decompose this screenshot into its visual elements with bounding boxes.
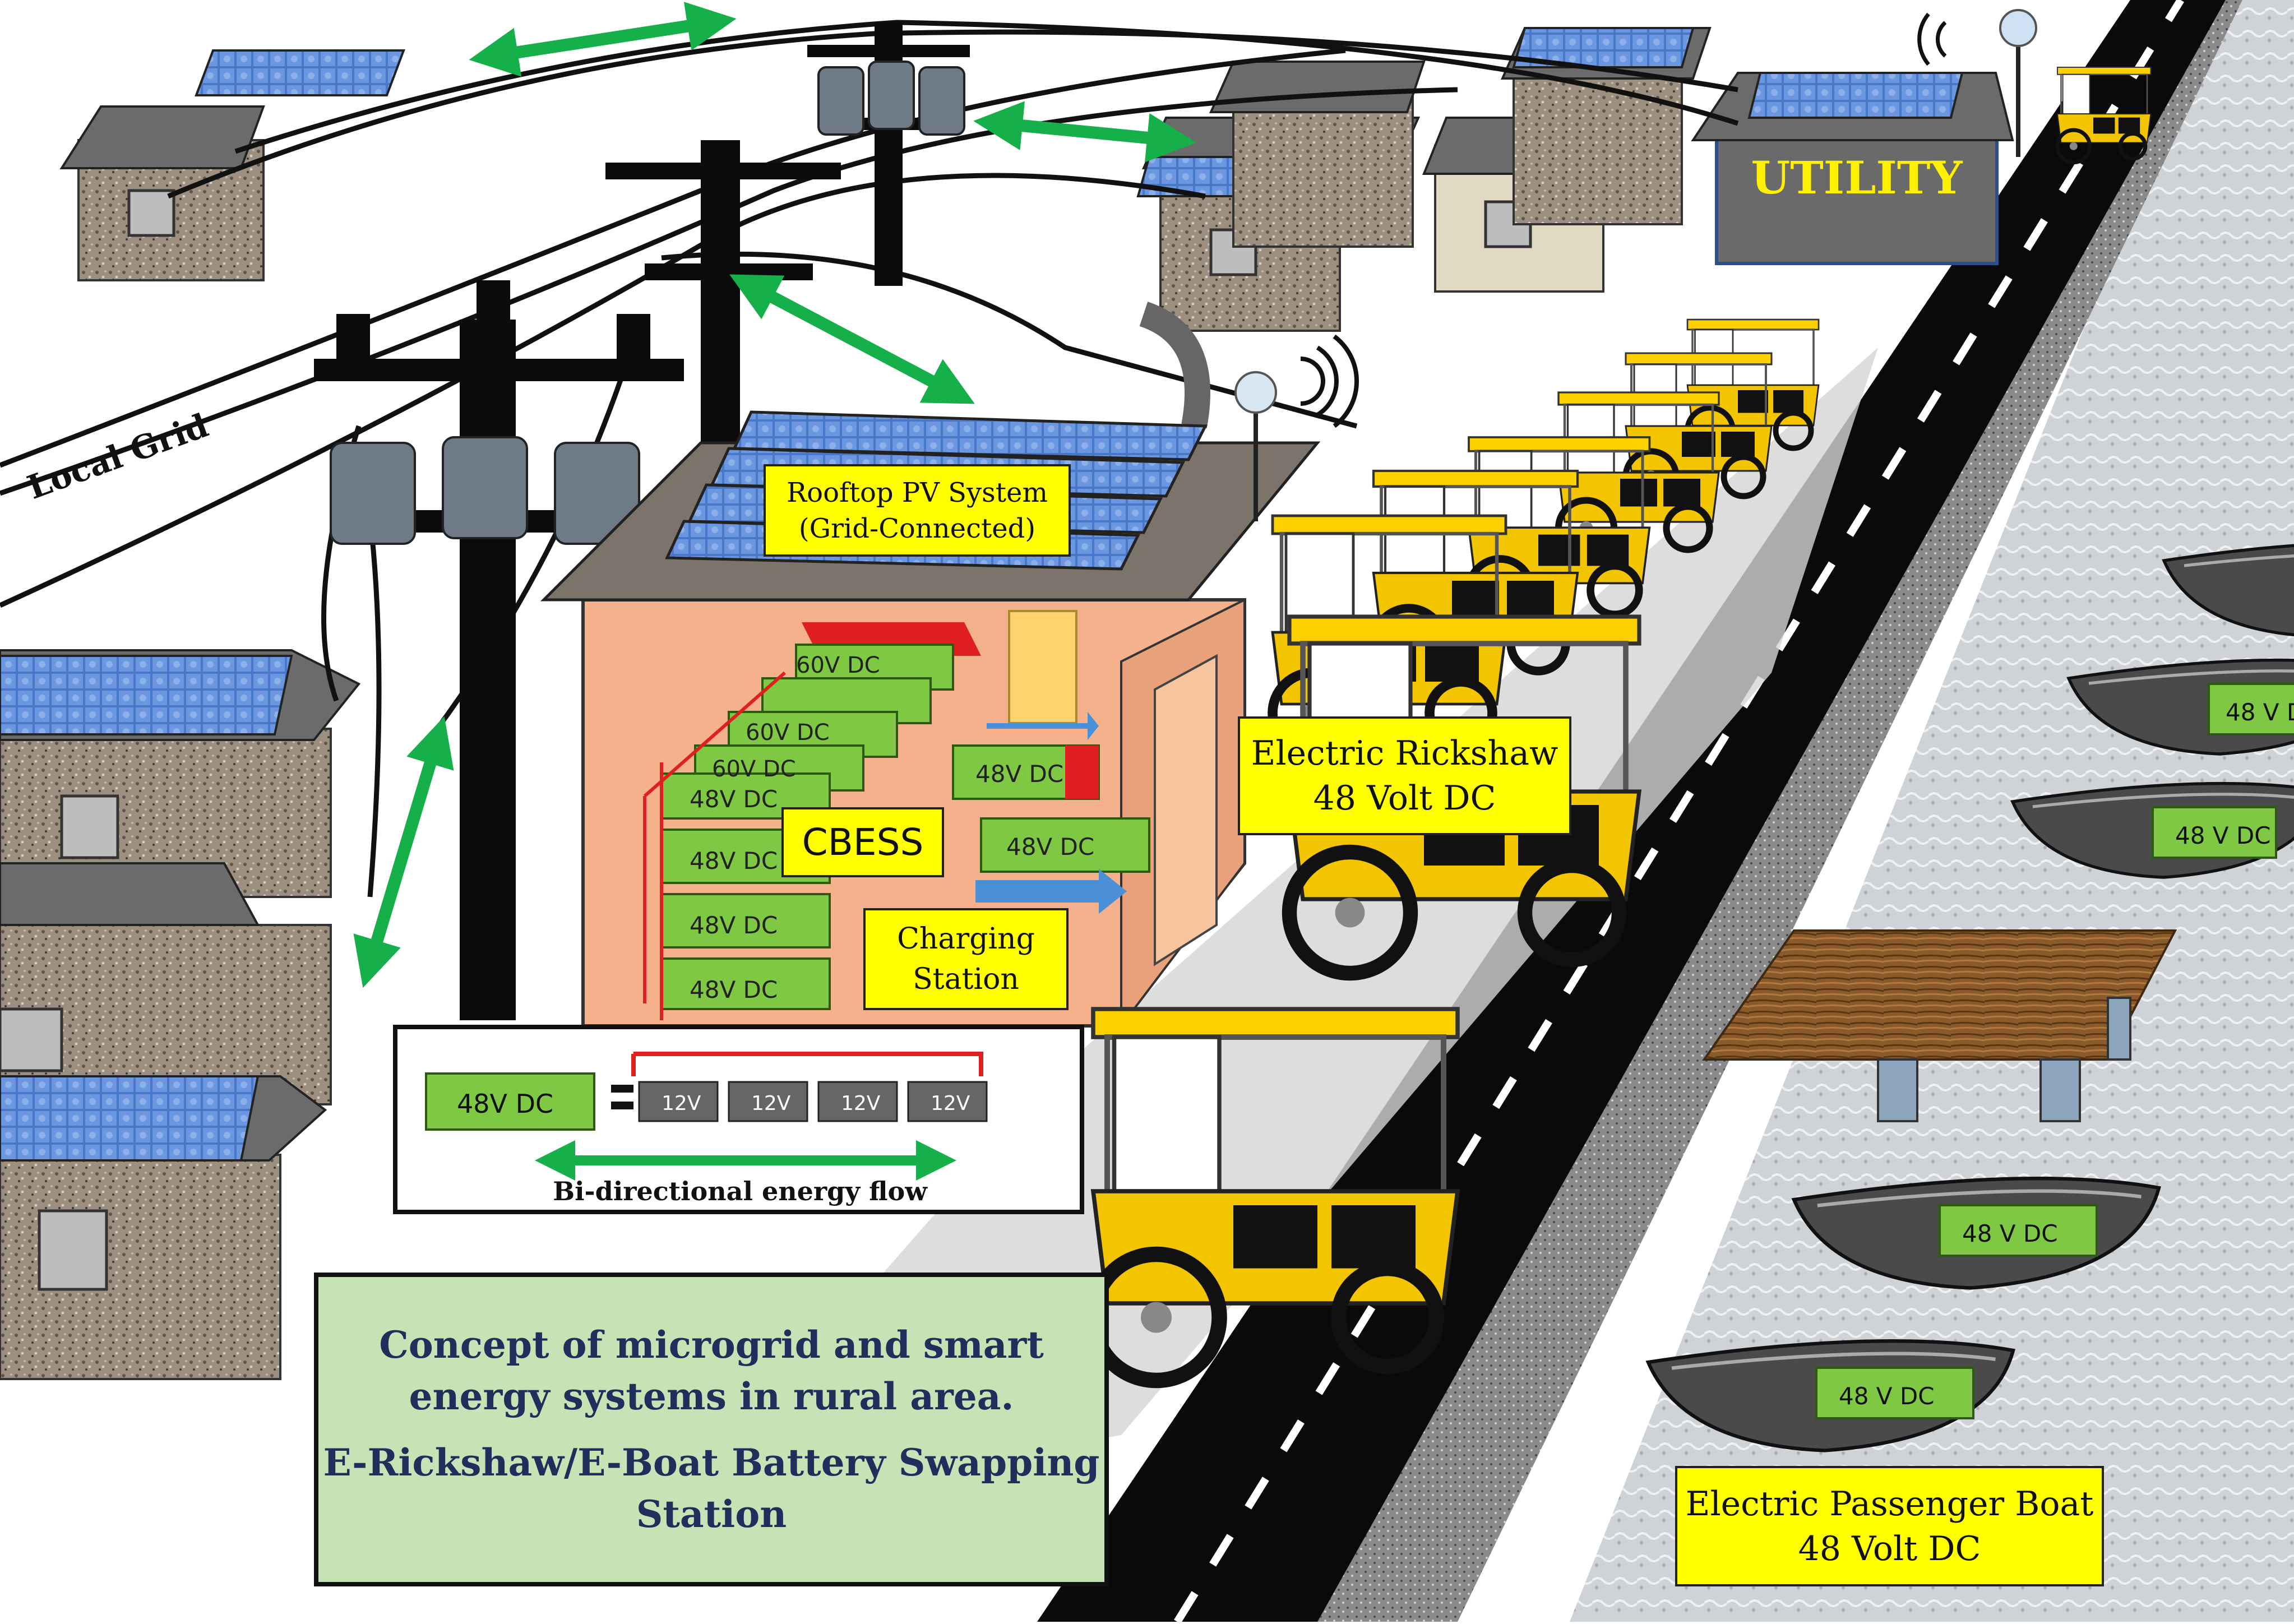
concept-line-1: Concept of microgrid and smart [379,1323,1044,1367]
cbess-label: CBESS [781,807,944,877]
battery-label-1: 48V DC [690,785,778,813]
concept-line-3: E-Rickshaw/E-Boat Battery Swapping [323,1441,1100,1484]
battery-label-2: 48V DC [690,847,778,875]
battery-label-3: 48V DC [690,912,778,939]
rooftop-pv-label-line1: Rooftop PV System [787,476,1048,508]
rickshaw-label-line2: 48 Volt DC [1313,779,1496,818]
cbess-battery-stack [643,610,1150,1020]
bidirectional-flow-label: Bi-directional energy flow [553,1176,927,1206]
house-top-left [59,49,405,281]
concept-caption-box: Concept of microgrid and smart energy sy… [314,1273,1109,1586]
charging-station-label-line2: Station [913,963,1019,996]
concept-line-2: energy systems in rural area. [409,1375,1014,1418]
house-left-3 [0,1075,327,1380]
boat-battery-label-2: 48 V DC [2175,822,2271,849]
charging-station-label-line1: Charging [897,922,1035,956]
house-far-right [1500,27,1712,225]
rooftop-pv-label-line2: (Grid-Connected) [798,512,1036,544]
boat-battery-label-1: 48 V DC [2226,698,2294,726]
charging-station-label: Charging Station [863,908,1069,1010]
utility-pole-back [807,22,970,286]
boat-label-line1: Electric Passenger Boat [1685,1484,2094,1524]
battery-label-right-green: 48V DC [1006,833,1094,860]
road-centerline [1174,0,2184,1624]
house-left-2 [0,862,332,1105]
battery-legend-box [393,1025,1084,1214]
house-left-1 [0,649,361,898]
boat-label: Electric Passenger Boat 48 Volt DC [1675,1466,2104,1586]
boat-battery-label-3: 48 V DC [1962,1220,2058,1247]
legend-pack-label: 48V DC [457,1089,553,1119]
boat-battery-label-4: 48 V DC [1839,1382,1935,1410]
battery-label-back-2: 60V DC [746,720,830,746]
boat-battery-packs [1815,683,2294,1419]
cell-label-2: 12V [751,1092,791,1115]
grid-flow-arrows [353,2,1196,988]
cell-label-1: 12V [662,1092,701,1115]
cell-label-3: 12V [841,1092,881,1115]
battery-label-right-red: 48V DC [975,760,1063,788]
utility-pole-front [314,280,684,1020]
battery-label-4: 48V DC [690,976,778,1003]
utility-building [1691,9,2037,265]
concept-line-4: Station [636,1492,787,1536]
rooftop-pv-label: Rooftop PV System (Grid-Connected) [764,464,1071,557]
rickshaw-label: Electric Rickshaw 48 Volt DC [1238,716,1571,835]
battery-label-back-3: 60V DC [712,756,796,782]
boat-label-line2: 48 Volt DC [1798,1529,1981,1569]
rickshaw-label-line1: Electric Rickshaw [1251,734,1558,773]
utility-label: UTILITY [1751,151,1963,204]
battery-label-back-1: 60V DC [796,653,880,678]
wooden-jetty [1702,929,2177,1122]
cell-label-4: 12V [931,1092,970,1115]
